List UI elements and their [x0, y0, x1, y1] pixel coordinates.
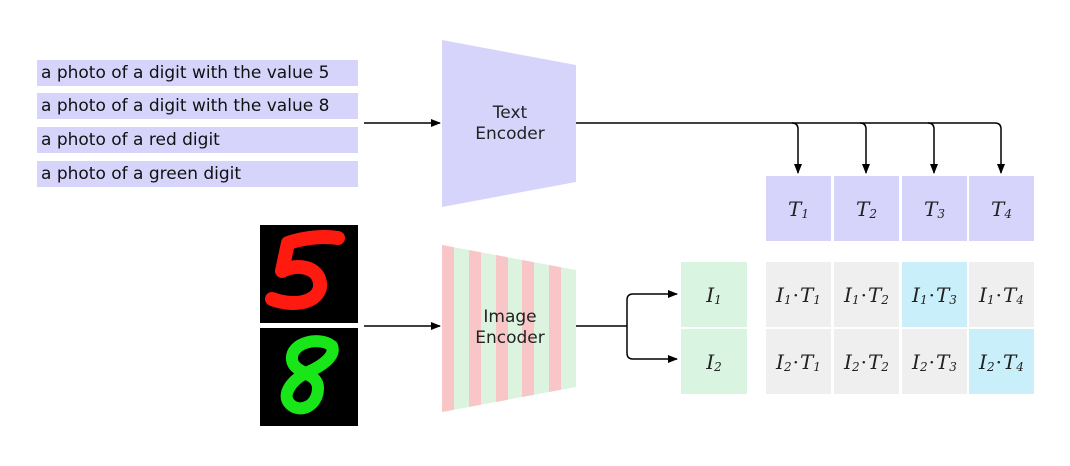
text-encoder-label-line1: Text [492, 103, 528, 123]
image-encoder-label-line1: Image [483, 307, 537, 327]
arrow-text-encoder-to-t2 [792, 122, 870, 174]
prompt-4: a photo of a green digit [37, 161, 358, 187]
prompt-2: a photo of a digit with the value 8 [37, 93, 358, 119]
digit-image-8 [260, 328, 358, 426]
digit-image-5 [260, 225, 358, 323]
digit-5-drawing [265, 229, 345, 310]
arrow-image-encoder-to-i2 [626, 326, 678, 363]
text-encoder-label: Text Encoder [462, 103, 558, 145]
arrow-text-encoder-to-t3 [860, 122, 938, 174]
digit-8-drawing [280, 335, 339, 415]
text-encoder-shape [442, 40, 576, 207]
arrow-text-encoder-to-t1 [576, 122, 802, 174]
arrow-text-encoder-to-t4 [928, 122, 1005, 174]
text-encoder-label-line2: Encoder [475, 124, 545, 144]
image-encoder-shape [442, 245, 576, 412]
prompt-1: a photo of a digit with the value 5 [37, 60, 358, 86]
prompt-3: a photo of a red digit [37, 127, 358, 153]
image-encoder-label-line2: Encoder [475, 328, 545, 348]
image-encoder-label: Image Encoder [462, 307, 558, 349]
arrow-image-encoder-to-i1 [626, 290, 678, 326]
